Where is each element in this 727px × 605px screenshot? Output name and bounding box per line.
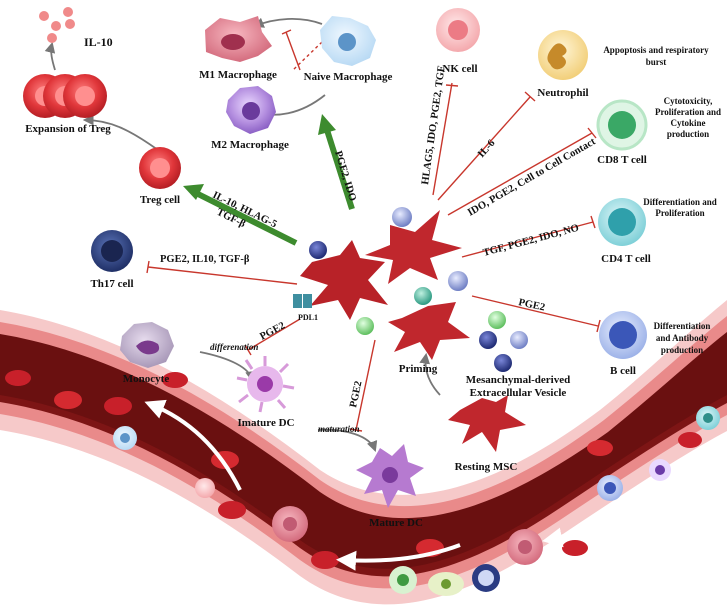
inhibition-lines [146, 29, 601, 432]
neutrophil-edge-label: IL-6 [476, 138, 497, 160]
monocyte-label: Monocyte [123, 373, 170, 385]
resting-msc-label: Resting MSC [455, 461, 518, 473]
b-effect-2: and Antibody [656, 333, 709, 343]
blood-flow-arrows [144, 399, 631, 571]
m2-edge-label: PGE2, IDO [332, 150, 358, 203]
cd4-effect-1: Differentiation and [643, 197, 717, 207]
th17-edge-label: PGE2, IL10, TGF-β [160, 254, 250, 265]
monocyte [120, 322, 174, 368]
cell-labels: IL-10 Expansion of Treg Treg cell Th17 c… [25, 35, 721, 529]
cd8-label: CD8 T cell [597, 154, 647, 166]
neutrophil-label: Neutrophil [537, 87, 588, 99]
cd8-t-cell [596, 99, 648, 151]
bcell-edge-label: PGE2 [517, 297, 546, 313]
neutrophil-effect-1: Appoptosis and respiratory [603, 45, 709, 55]
mature-dc-label: Mature DC [369, 517, 423, 529]
immature-dc [236, 356, 295, 413]
neutrophil-effect-2: burst [646, 57, 667, 67]
th17-cell [91, 230, 133, 272]
nk-edge-label: HLAG5, IDO, PGE2, TGF [420, 65, 448, 185]
vesicle-label-2: Extracellular Vesicle [470, 387, 567, 399]
msc-cluster [300, 210, 526, 452]
promotion-arrows [183, 114, 355, 246]
cd4-t-cell [598, 198, 646, 246]
nk-cell [436, 8, 480, 52]
pdl1-label: PDL1 [298, 313, 318, 322]
b-cell [599, 311, 647, 359]
cd4-effect-2: Proliferation [655, 208, 704, 218]
expansion-treg-label: Expansion of Treg [25, 123, 111, 135]
naive-macrophage-label: Naive Macrophage [304, 71, 393, 83]
maturation-label: maturation [318, 424, 360, 434]
treg-label: Treg cell [140, 194, 180, 206]
cd8-effect-3: Cytokine [670, 118, 705, 128]
naive-macrophage [320, 16, 376, 66]
cd8-effect-1: Cytotoxicity, [664, 96, 713, 106]
priming-label: Priming [399, 363, 438, 375]
b-effect-3: production [661, 345, 703, 355]
grey-arrows [44, 17, 441, 453]
immature-dc-label: Imature DC [238, 417, 295, 429]
il10-label: IL-10 [84, 35, 113, 49]
edge-labels: IL-10, HLAG-5 TGF-β PGE2, IDO PGE2, IL10… [160, 65, 598, 409]
bcell-label: B cell [610, 365, 636, 377]
m2-label: M2 Macrophage [211, 139, 289, 151]
cd4-edge-label: TGF, PGE2, IDO, NO [482, 223, 580, 259]
vessel-leukocytes [113, 406, 720, 596]
differentiation-label: differenation [210, 342, 258, 352]
treg-cell [139, 147, 181, 189]
mature-dc [356, 444, 424, 508]
pdl1-receptor [293, 294, 312, 308]
m2-macrophage [226, 86, 276, 134]
nk-label: NK cell [442, 63, 477, 75]
cd8-effect-2: Proliferation and [655, 107, 721, 117]
extracellular-vesicles [309, 207, 528, 372]
cd4-label: CD4 T cell [601, 253, 651, 265]
dc-left-edge-label: PGE2 [258, 320, 287, 342]
cd8-effect-4: production [667, 129, 709, 139]
neutrophil [538, 30, 588, 80]
th17-label: Th17 cell [90, 278, 133, 290]
treg-expansion-cells [23, 74, 107, 118]
il10-particles [39, 7, 75, 43]
m1-label: M1 Macrophage [199, 69, 277, 81]
dc-down-edge-label: PGE2 [348, 380, 364, 409]
b-effect-1: Differentiation [654, 321, 711, 331]
m1-macrophage [205, 16, 272, 62]
vesicle-label-1: Mesanchymal-derived [466, 374, 570, 386]
